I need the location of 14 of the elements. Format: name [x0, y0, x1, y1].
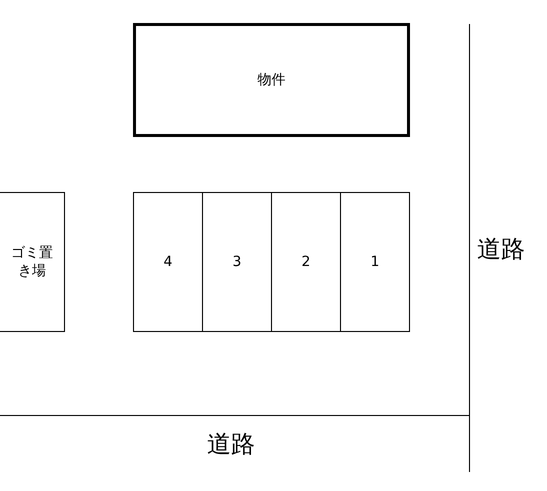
road-label: 道路 [207, 429, 255, 460]
space-number: 1 [370, 252, 380, 272]
building-label: 物件 [258, 70, 286, 90]
area-label: ゴミ置き場 [10, 244, 54, 280]
space-number: 4 [164, 252, 172, 272]
garbage-area-box [0, 192, 65, 332]
building-box [133, 23, 410, 137]
space-number: 3 [232, 252, 242, 272]
parking-space [340, 192, 410, 332]
parking-space [271, 192, 341, 332]
space-number: 2 [302, 252, 310, 272]
parking-space [202, 192, 272, 332]
road-label: 道路 [477, 234, 525, 265]
parking-space [133, 192, 203, 332]
